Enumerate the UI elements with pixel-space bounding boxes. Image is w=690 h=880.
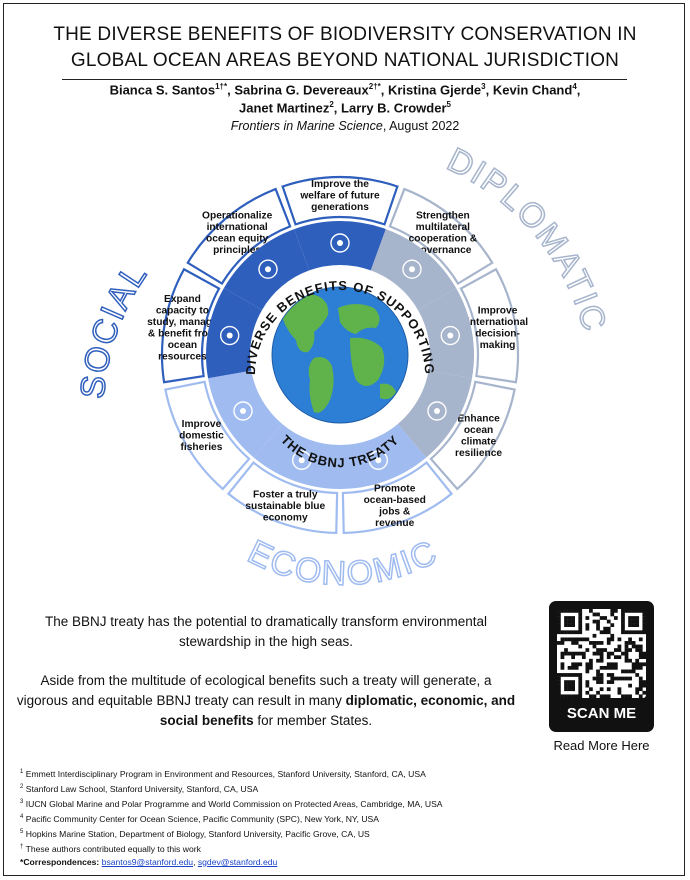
email-link-santos[interactable]: bsantos9@stanford.edu [101,856,194,867]
journal-citation: Frontiers in Marine Science, August 2022 [0,119,690,133]
scales-icon [258,259,278,279]
globe-icon [271,286,409,424]
footnote-marker: 2 [20,783,24,790]
ship-icon [291,450,312,470]
family-icon [330,233,350,253]
author-affiliation: 2 [329,100,334,109]
footnote-text: These authors contributed equally to thi… [25,843,201,854]
correspondence-label: *Correspondences: [20,856,100,867]
author-affiliation: 2†* [368,82,381,91]
author-name: Kevin Chand [492,82,573,98]
scan-me-label: SCAN ME [566,705,637,722]
benefits-text-start: Aside from the multitude of ecological b… [16,673,492,708]
author-name: Larry B. Crowder [341,100,447,116]
benefits-text-bold: diplomatic, economic, and social benefit… [159,693,516,728]
footnote-text: IUCN Global Marine and Polar Programme a… [25,798,443,809]
qr-code[interactable] [557,609,647,699]
authors-line-1: Bianca S. Santos1†*, Sabrina G. Devereau… [109,82,581,98]
gavel-icon [440,325,460,346]
author-name: Kristina Gjerde [387,82,482,98]
publication-date: , August 2022 [382,119,460,133]
poster-title-line-1: THE DIVERSE BENEFITS OF BIODIVERSITY CON… [53,24,637,45]
author-name: Janet Martinez [239,100,330,116]
footnote-text: Hopkins Marine Station, Department of Bi… [25,828,370,839]
benefits-paragraph: Aside from the multitude of ecological b… [16,671,516,731]
footnotes: 1 Emmett Interdisciplinary Program in En… [20,766,640,869]
intro-paragraph: The BBNJ treaty has the potential to dra… [45,614,487,649]
footnote: 3 IUCN Global Marine and Polar Programme… [20,796,640,811]
footnote-text: Pacific Community Center for Ocean Scien… [25,813,379,824]
footnote: 1 Emmett Interdisciplinary Program in En… [20,766,640,781]
author-affiliation: 3 [481,82,486,91]
footnote-marker: 5 [20,828,24,835]
benefits-text-end: for member States. [253,713,373,728]
read-more-link[interactable]: Read More Here [553,738,650,753]
qr-code-card[interactable]: SCAN ME [549,601,654,732]
social-category-label: SOCIAL [73,256,155,401]
email-separator: , [193,856,198,867]
dollar-coin-icon [368,450,389,470]
authors-line-2: Janet Martinez2, Larry B. Crowder5 [239,100,451,116]
microscope-icon [220,325,240,346]
footnote: 2 Stanford Law School, Stanford Universi… [20,781,640,796]
correspondence-line: *Correspondences: bsantos9@stanford.edu,… [20,856,640,869]
email-link-devereaux[interactable]: sgdev@stanford.edu [197,856,278,867]
footnote-marker: 1 [20,769,24,775]
author-name: Bianca S. Santos [109,82,216,98]
footnote-text: Emmett Interdisciplinary Program in Envi… [25,768,426,779]
footnote: 4 Pacific Community Center for Ocean Sci… [20,811,640,826]
footnote: † These authors contributed equally to t… [20,841,640,856]
footnote-marker: † [20,843,24,850]
handshake-icon [402,259,422,279]
coral-icon [427,401,447,421]
author-affiliation: 5 [446,100,451,109]
economic-category-label: ECONOMIC [242,533,444,593]
author-name: Sabrina G. Devereaux [234,82,369,98]
title-divider [62,79,627,80]
poster-title-line-2: GLOBAL OCEAN AREAS BEYOND NATIONAL JURIS… [70,50,620,71]
author-affiliation: 4 [572,82,577,91]
footnote-text: Stanford Law School, Stanford University… [25,783,259,794]
fish-icon [233,401,253,421]
footnote-marker: 3 [20,798,24,805]
qr-code-icon [557,609,647,699]
journal-name: Frontiers in Marine Science [230,119,383,133]
author-affiliation: 1†* [215,82,228,91]
footnote-marker: 4 [20,813,24,820]
footnote: 5 Hopkins Marine Station, Department of … [20,826,640,841]
